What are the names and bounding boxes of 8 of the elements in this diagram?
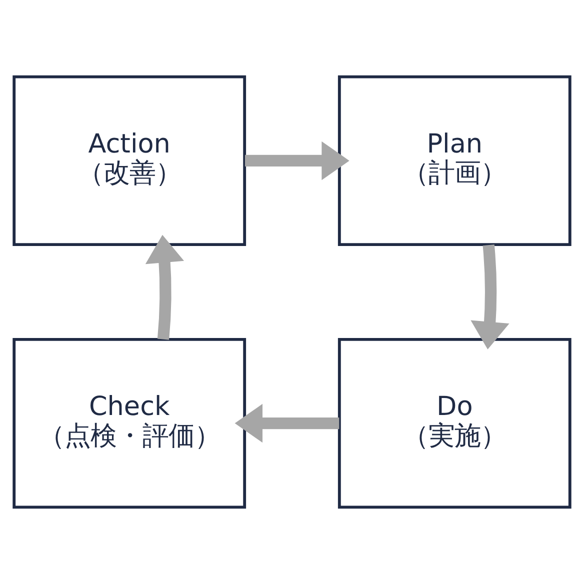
node-box: Check （点検・評価） <box>12 338 246 509</box>
arrow <box>234 404 340 443</box>
node-box: Plan （計画） <box>338 75 572 246</box>
arrow <box>145 234 184 340</box>
node-box: Action （改善） <box>12 75 246 246</box>
arrow <box>244 141 350 180</box>
arrow <box>470 244 510 350</box>
node-box: Do （実施） <box>338 338 572 509</box>
